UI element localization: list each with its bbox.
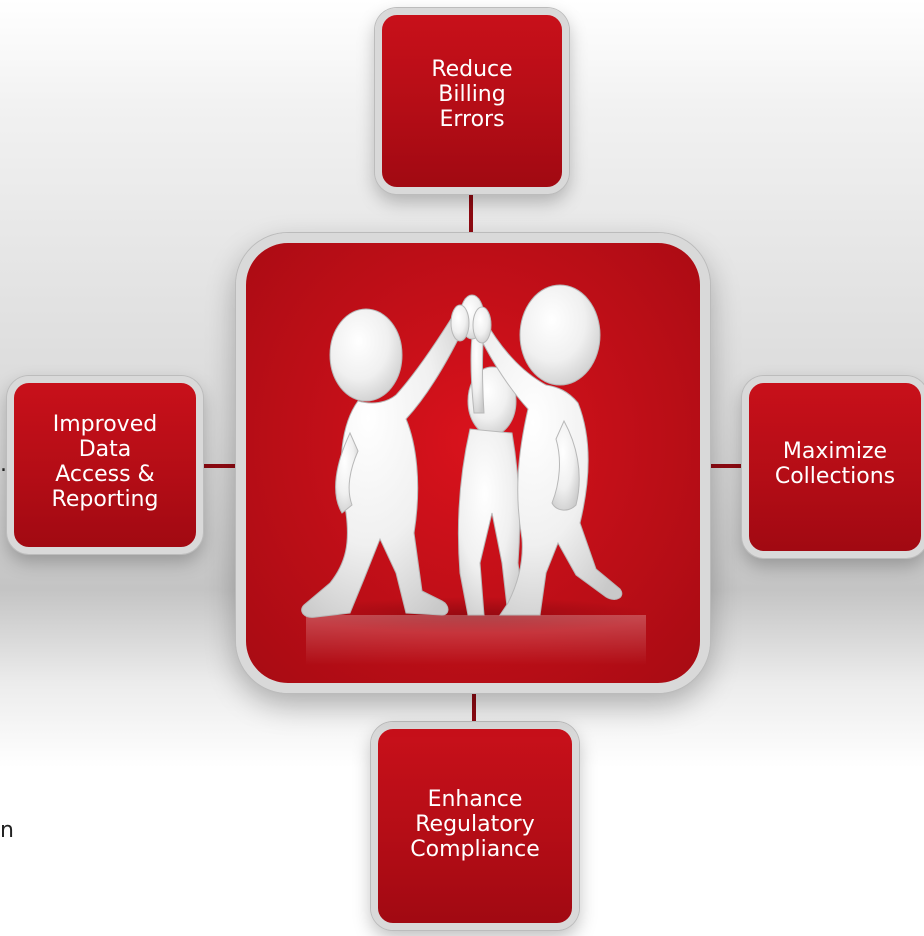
node-bottom-label: Enhance Regulatory Compliance [410, 786, 540, 862]
node-right-label: Maximize Collections [774, 439, 896, 489]
node-reduce-billing-errors: Reduce Billing Errors [375, 8, 569, 194]
connector-right [706, 464, 746, 468]
edge-text-fragment: n [0, 818, 14, 843]
node-maximize-collections: Maximize Collections [742, 376, 924, 558]
node-enhance-regulatory-compliance: Enhance Regulatory Compliance [371, 722, 579, 930]
edge-text-fragment: . [0, 452, 7, 477]
three-figures-high-five-icon [299, 284, 649, 665]
node-left-label: Improved Data Access & Reporting [51, 412, 159, 512]
connector-left [200, 464, 240, 468]
node-top-label: Reduce Billing Errors [431, 56, 513, 132]
connector-top [469, 190, 473, 236]
node-improved-data-access: Improved Data Access & Reporting [7, 376, 203, 554]
connector-bottom [472, 690, 476, 742]
center-illustration-box [236, 233, 710, 693]
